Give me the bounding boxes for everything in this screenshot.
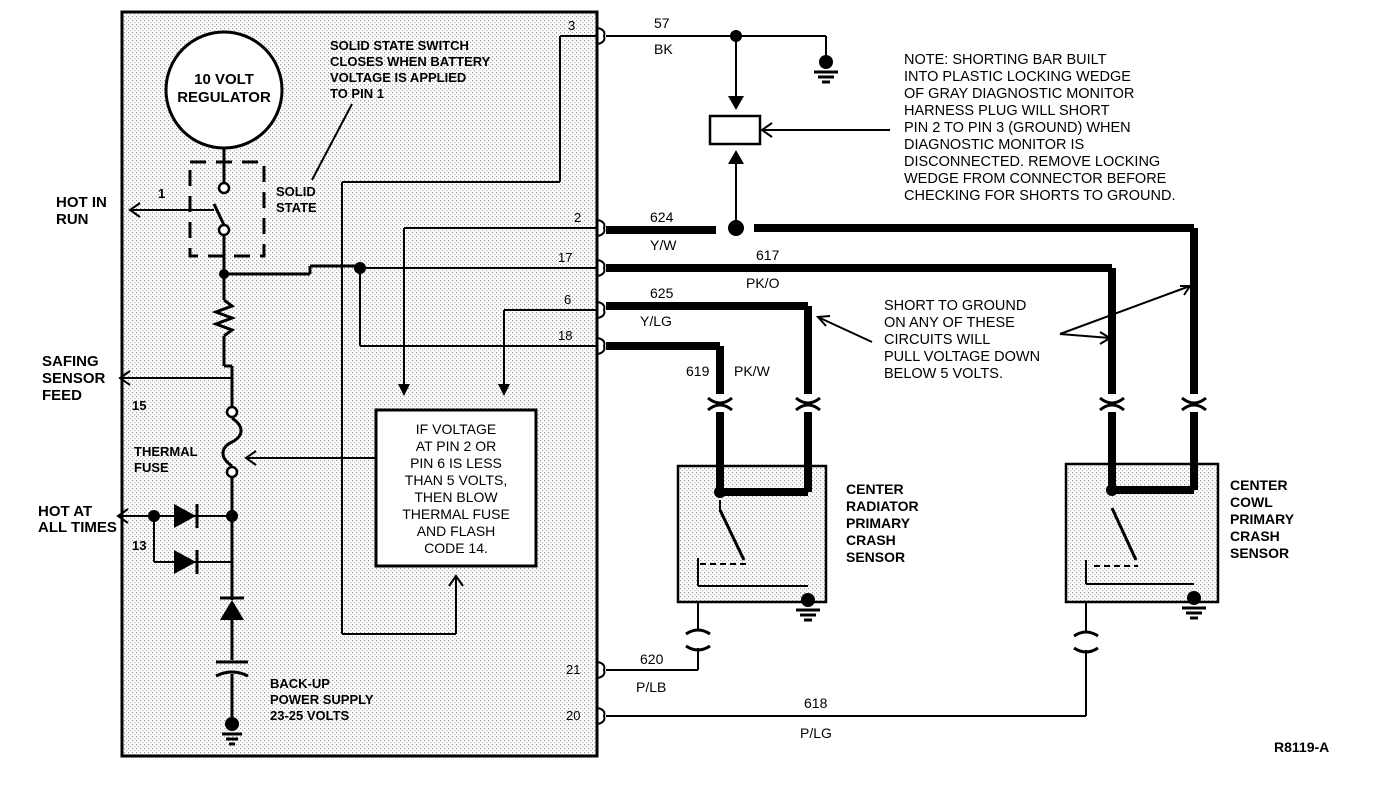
junction-624	[728, 220, 744, 236]
safing-label-line3: FEED	[42, 387, 82, 404]
hot-at-all-line2: ALL TIMES	[38, 519, 117, 536]
logic-box	[374, 408, 538, 568]
wire-57-color: BK	[654, 41, 673, 57]
short-note-line1: SHORT TO GROUND	[884, 298, 1026, 314]
wire-625-number: 625	[650, 285, 674, 301]
cowl-sensor-line1: CENTER	[1230, 477, 1288, 493]
radiator-sensor-line4: CRASH	[846, 532, 896, 548]
cowl-sensor-line2: COWL	[1230, 494, 1273, 510]
logic-line1: IF VOLTAGE	[416, 421, 496, 437]
sensor-connectors	[707, 396, 1207, 412]
pin-6-label: 6	[564, 292, 571, 307]
note-line8: WEDGE FROM CONNECTOR BEFORE	[904, 171, 1167, 187]
radiator-sensor-line3: PRIMARY	[846, 515, 911, 531]
wire-619-color: PK/W	[734, 363, 771, 379]
wire-57-number: 57	[654, 15, 670, 31]
note-line9: CHECKING FOR SHORTS TO GROUND.	[904, 188, 1176, 204]
safing-label-line1: SAFING	[42, 353, 99, 370]
wire-620-number: 620	[640, 651, 664, 667]
wire-618-color: P/LG	[800, 725, 832, 741]
ground-57-node	[819, 55, 833, 69]
pin-3-label: 3	[568, 18, 575, 33]
switch-note-line4: TO PIN 1	[330, 86, 384, 101]
logic-line6: THERMAL FUSE	[402, 506, 510, 522]
diode-lower	[174, 550, 196, 574]
short-note-line5: BELOW 5 VOLTS.	[884, 366, 1003, 382]
safing-label-line2: SENSOR	[42, 370, 106, 387]
cowl-sensor-line5: SENSOR	[1230, 545, 1289, 561]
backup-label-line1: BACK-UP	[270, 676, 330, 691]
capacitor-bottom-plate	[215, 670, 249, 678]
short-note-line2: ON ANY OF THESE	[884, 315, 1015, 331]
solid-state-label-line2: STATE	[276, 200, 317, 215]
logic-line7: AND FLASH	[417, 523, 496, 539]
note-line7: DISCONNECTED. REMOVE LOCKING	[904, 154, 1160, 170]
hot-in-run-line2: RUN	[56, 211, 89, 228]
note-line6: DIAGNOSTIC MONITOR IS	[904, 137, 1084, 153]
pin-15-label: 15	[132, 398, 146, 413]
logic-line8: CODE 14.	[424, 540, 488, 556]
wire-617-number: 617	[756, 247, 780, 263]
diode-upper	[174, 504, 196, 528]
radiator-sensor-line1: CENTER	[846, 481, 904, 497]
short-note-line3: CIRCUITS WILL	[884, 332, 990, 348]
connector-brackets	[597, 27, 606, 725]
switch-note-line3: VOLTAGE IS APPLIED	[330, 70, 466, 85]
cowl-sensor-line4: CRASH	[1230, 528, 1280, 544]
note-line1: NOTE: SHORTING BAR BUILT	[904, 52, 1107, 68]
thermal-fuse-label-line2: FUSE	[134, 460, 169, 475]
solid-state-label-line1: SOLID	[276, 184, 316, 199]
logic-line5: THEN BLOW	[414, 489, 498, 505]
thermal-fuse-label-line1: THERMAL	[134, 444, 198, 459]
radiator-sensor-line5: SENSOR	[846, 549, 905, 565]
wire-624-color: Y/W	[650, 237, 677, 253]
wire-619-number: 619	[686, 363, 710, 379]
regulator-label-line1: 10 VOLT	[194, 71, 254, 88]
radiator-sensor-line2: RADIATOR	[846, 498, 919, 514]
logic-line2: AT PIN 2 OR	[416, 438, 496, 454]
pin-20-label: 20	[566, 708, 580, 723]
short-note-line4: PULL VOLTAGE DOWN	[884, 349, 1040, 365]
pin-17-label: 17	[558, 250, 572, 265]
wire-624-number: 624	[650, 209, 674, 225]
wire-617-color: PK/O	[746, 275, 780, 291]
pin-18-label: 18	[558, 328, 572, 343]
note-line2: INTO PLASTIC LOCKING WEDGE	[904, 69, 1131, 85]
note-line3: OF GRAY DIAGNOSTIC MONITOR	[904, 86, 1134, 102]
switch-contact-bottom	[217, 223, 231, 237]
switch-note-line1: SOLID STATE SWITCH	[330, 38, 469, 53]
figure-code: R8119-A	[1274, 739, 1329, 755]
thermal-fuse-bottom-node	[225, 465, 239, 479]
backup-ground-node	[225, 717, 239, 731]
pin-13-label: 13	[132, 538, 146, 553]
radiator-sensor-box	[676, 464, 828, 604]
pin-2-label: 2	[574, 210, 581, 225]
wire-618-number: 618	[804, 695, 828, 711]
resistor	[211, 298, 237, 338]
cowl-sensor-line3: PRIMARY	[1230, 511, 1295, 527]
pin-1-label: 1	[158, 186, 165, 201]
wire-625-color: Y/LG	[640, 313, 672, 329]
diode-vertical	[220, 600, 244, 620]
thermal-fuse	[221, 416, 243, 468]
backup-label-line2: POWER SUPPLY	[270, 692, 374, 707]
logic-line3: PIN 6 IS LESS	[410, 455, 502, 471]
wire-620-color: P/LB	[636, 679, 666, 695]
logic-line4: THAN 5 VOLTS,	[405, 472, 507, 488]
note-line4: HARNESS PLUG WILL SHORT	[904, 103, 1110, 119]
pin-21-label: 21	[566, 662, 580, 677]
hot-at-all-line1: HOT AT	[38, 503, 92, 520]
thermal-fuse-top-node	[225, 405, 239, 419]
note-line5: PIN 2 TO PIN 3 (GROUND) WHEN	[904, 120, 1131, 136]
hot-in-run-line1: HOT IN	[56, 194, 107, 211]
regulator-label-line2: REGULATOR	[177, 89, 271, 106]
backup-label-line3: 23-25 VOLTS	[270, 708, 350, 723]
switch-contact-top	[217, 181, 231, 195]
shorting-bar	[708, 114, 762, 146]
switch-note-line2: CLOSES WHEN BATTERY	[330, 54, 491, 69]
